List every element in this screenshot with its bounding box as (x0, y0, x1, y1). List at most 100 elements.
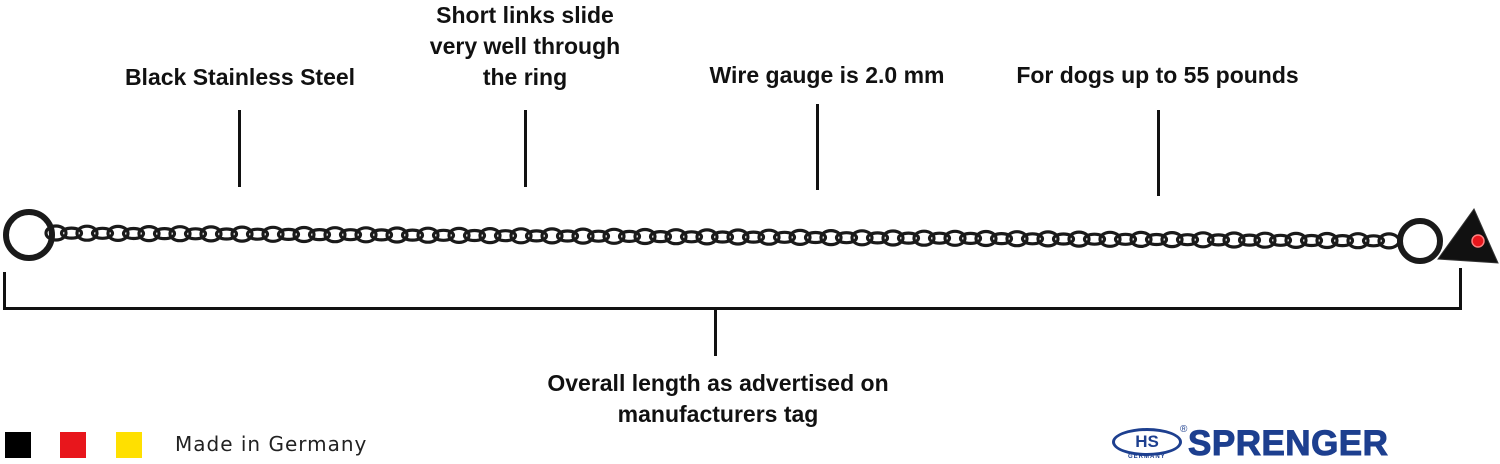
chain-link (44, 224, 68, 242)
chain-link (1160, 230, 1184, 249)
chain-link (927, 231, 952, 245)
chain-link (1237, 233, 1262, 247)
chain-link (59, 226, 84, 240)
chain-link (741, 230, 766, 244)
chain-link (462, 228, 487, 243)
chain-link (90, 226, 115, 240)
chain-link (137, 224, 161, 243)
chain-link (602, 227, 626, 245)
chain-link (75, 224, 99, 242)
chain-link (1315, 231, 1339, 250)
hs-badge: HS (1112, 428, 1182, 456)
chain-link (276, 227, 301, 242)
chain-link (1067, 230, 1091, 248)
chain-image (3, 208, 1499, 264)
chain-link (571, 227, 595, 245)
chain-link (1036, 230, 1060, 248)
chain-link (695, 228, 719, 246)
pointer-line-material (238, 110, 241, 187)
chain-link (447, 226, 471, 245)
chain-link (307, 227, 332, 242)
chain-link (230, 225, 254, 243)
chain-link (1268, 233, 1293, 247)
chain-link (586, 229, 611, 243)
brand-name: SPRENGER (1187, 424, 1389, 464)
left-ring (3, 209, 55, 261)
chain-link (1051, 232, 1076, 246)
chain-link (834, 231, 859, 245)
pointer-line-dogs (1157, 110, 1160, 196)
chain-link (121, 226, 146, 241)
chain-link (617, 229, 642, 244)
chain-link (710, 230, 735, 244)
chain-link (943, 229, 967, 247)
chain-link (509, 227, 533, 245)
chain-link (788, 228, 812, 247)
flag-gold-square (116, 432, 142, 458)
label-material: Black Stainless Steel (124, 64, 356, 90)
chain-link (819, 228, 843, 247)
chain-link (1346, 232, 1370, 250)
chain-link (152, 226, 177, 241)
chain-link (850, 229, 874, 247)
chain-link (354, 226, 378, 244)
chain-link (555, 229, 580, 243)
chain-link (865, 231, 890, 245)
chain-link (338, 228, 363, 242)
bracket-right-end (1459, 268, 1462, 310)
chain-link (989, 231, 1014, 246)
chain-link (199, 225, 223, 243)
chain-link (757, 228, 781, 246)
label-short-links: Short links slide very well through the … (429, 2, 621, 90)
chain-link (1299, 233, 1324, 248)
chain-link (896, 231, 921, 245)
label-overall-length: Overall length as advertised on manufact… (547, 370, 889, 427)
made-in-germany-text: Made in Germany (175, 432, 368, 456)
chain-link (664, 228, 688, 246)
chain-link (214, 227, 239, 241)
chain-link (1330, 233, 1355, 248)
chain-link (478, 226, 502, 245)
chain-link (323, 226, 347, 244)
chain-link (974, 229, 998, 248)
pointer-line-gauge (816, 104, 819, 190)
chain-link (369, 228, 394, 242)
tag-gem (1471, 234, 1485, 248)
chain-link (1082, 232, 1107, 246)
chain-link (1284, 231, 1308, 250)
chain-link (540, 227, 564, 245)
chain-link (726, 228, 750, 246)
chain-link (958, 231, 983, 246)
chain-link (912, 229, 936, 247)
registered-mark: ® (1180, 424, 1188, 435)
chain-link (1020, 232, 1045, 246)
chain-link (1129, 230, 1153, 249)
chain-link (261, 225, 285, 243)
hs-badge-subtext: GERMANY (1128, 454, 1166, 460)
chain-link (183, 227, 208, 241)
sprenger-logo: HS ® GERMANY SPRENGER (1112, 424, 1484, 464)
flag-red-square (60, 432, 86, 458)
chain-link (1144, 232, 1169, 247)
chain-link (292, 225, 316, 244)
right-ring (1397, 218, 1443, 264)
chain-links (44, 224, 1401, 250)
chain-link (245, 227, 270, 241)
chain-link (1253, 231, 1277, 249)
bracket-left-end (3, 272, 6, 310)
chain-link (1098, 230, 1122, 248)
flag-black-square (5, 432, 31, 458)
chain-link (803, 230, 828, 245)
chain-link (385, 226, 409, 244)
chain-link (1113, 232, 1138, 246)
label-wire-gauge: Wire gauge is 2.0 mm (709, 62, 945, 88)
chain-link (679, 230, 704, 244)
chain-link (633, 227, 657, 246)
bracket-horizontal (3, 307, 1462, 310)
pointer-line-links (524, 110, 527, 187)
bracket-center-tick (714, 308, 717, 356)
chain-link (493, 229, 518, 243)
chain-link (1191, 231, 1215, 249)
chain-link (1361, 234, 1386, 248)
chain-link (416, 226, 440, 244)
